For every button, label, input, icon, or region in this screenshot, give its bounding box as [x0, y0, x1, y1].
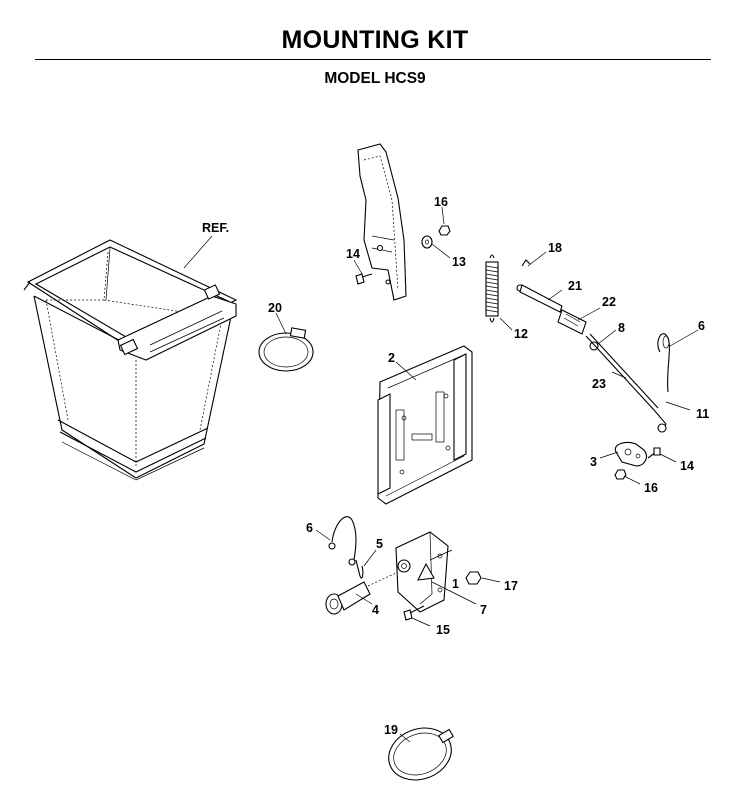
- callout-22: 22: [602, 295, 616, 309]
- callout-17: 17: [504, 579, 518, 593]
- bolt-14-lower: [647, 447, 661, 459]
- callout-15: 15: [436, 623, 450, 637]
- callout-16-upper: 16: [434, 195, 448, 209]
- extension-spring-12: [485, 254, 499, 323]
- bolt-15: [403, 605, 425, 621]
- callout-6-lower: 6: [306, 521, 313, 535]
- callout-6-upper: 6: [698, 319, 705, 333]
- hose-clamp-20: [258, 327, 314, 372]
- mounting-plate-2: [377, 345, 473, 505]
- callout-18: 18: [548, 241, 562, 255]
- callout-1: 1: [452, 577, 459, 591]
- clevis-pin-4: [325, 571, 399, 615]
- callout-2: 2: [388, 351, 395, 365]
- leader-lines: [275, 206, 699, 743]
- page-title: MOUNTING KIT: [281, 26, 469, 54]
- callout-3: 3: [590, 455, 597, 469]
- hose-clamp-19: [388, 727, 454, 781]
- callout-23: 23: [592, 377, 606, 391]
- callout-20: 20: [268, 301, 282, 315]
- ref-label: REF.: [202, 221, 229, 235]
- lanyard-cable-6: [328, 516, 357, 566]
- callout-8: 8: [618, 321, 625, 335]
- callout-19: 19: [384, 723, 398, 737]
- collection-bag: [23, 235, 238, 481]
- model-subtitle: MODEL HCS9: [324, 70, 426, 87]
- hinge-bracket-1: [395, 531, 449, 613]
- callout-4: 4: [372, 603, 379, 617]
- title-divider: [35, 59, 711, 60]
- hex-nut-16-upper: [438, 225, 451, 236]
- callout-11: 11: [696, 407, 709, 421]
- hex-nut-16-lower: [614, 469, 627, 480]
- callout-7: 7: [480, 603, 487, 617]
- callout-16-lower: 16: [644, 481, 658, 495]
- callout-21: 21: [568, 279, 582, 293]
- callout-13: 13: [452, 255, 466, 269]
- upper-mounting-bracket: [357, 143, 407, 301]
- hairpin-cotter-5: [355, 559, 364, 579]
- callout-5: 5: [376, 537, 383, 551]
- callout-12: 12: [514, 327, 528, 341]
- callout-14-upper: 14: [346, 247, 360, 261]
- flat-washer-13: [421, 235, 433, 249]
- locknut-17: [465, 571, 482, 585]
- bolt-14-upper: [355, 273, 373, 285]
- lift-rod-assembly: [516, 259, 670, 433]
- callout-14-lower: 14: [680, 459, 694, 473]
- pivot-plate-3: [614, 441, 647, 467]
